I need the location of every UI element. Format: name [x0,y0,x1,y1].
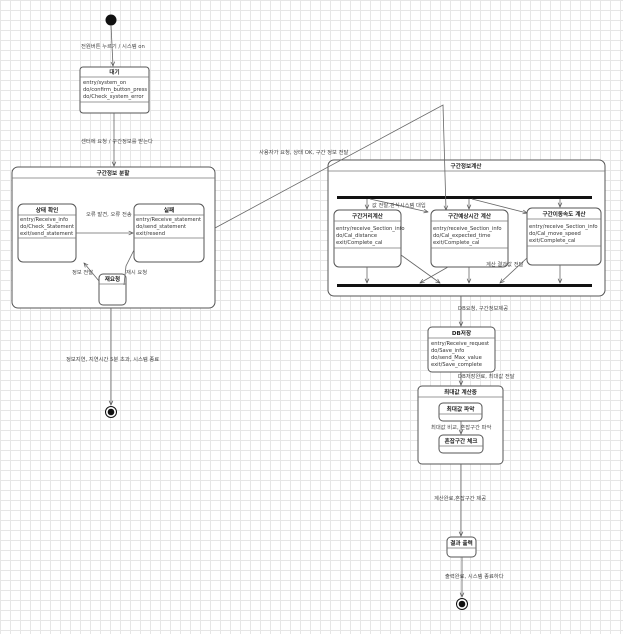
state-fail-line: entry/Receive_statement [136,217,201,223]
transition-label: DB저장완료, 최대값 전달 [458,372,515,380]
state-speed-calc[interactable]: 구간이동속도 계산 entry/receive_Section_info do/… [526,207,602,266]
state-fail-line: do/send_statement [136,224,186,230]
state-status-check-line: entry/Receive_info [20,217,68,223]
state-db-save-line: do/Save_info [431,348,464,354]
state-crowd-check[interactable]: 혼잡구간 체크 [438,434,484,454]
transition-line [471,198,527,213]
state-dist-calc-line: exit/Complete_cal [336,240,382,246]
join-bar [337,284,592,287]
state-db-save-line: do/send_Max_value [431,355,482,361]
state-fail[interactable]: 실패 entry/Receive_statement do/send_state… [133,203,205,263]
state-compound-max-title: 최대값 계산중 [444,388,477,396]
state-db-save-line: entry/Receive_request [431,341,489,347]
state-wait-line: entry/system_on [83,80,126,86]
initial-node [105,14,117,26]
state-dist-calc-title: 구간거리계산 [352,212,384,220]
state-wait-line: do/confirm_button_press [83,87,147,93]
state-db-save-line: exit/Save_complete [431,362,482,368]
state-status-check[interactable]: 상태 확인 entry/Receive_info do/Check_Statem… [17,203,77,263]
final-node [105,406,117,418]
transition-label: 정보 전달 [72,268,93,276]
transition-label: 계산완료,혼잡구간 제공 [434,494,486,502]
state-status-check-line: exit/send_statement [20,231,73,237]
state-db-save-title: DB저장 [452,329,472,337]
state-dist-calc[interactable]: 구간거리계산 entry/receive_Section_info do/Cal… [333,209,405,268]
state-dist-calc-line: entry/receive_Section_info [336,226,405,232]
transition-label: 센터에 요청 / 구간정보를 받는다 [81,137,153,145]
state-speed-calc-title: 구간이동속도 계산 [542,210,586,218]
state-status-check-title: 상태 확인 [36,206,59,214]
state-status-check-line: do/Check_Statement [20,224,74,230]
state-dist-calc-line: do/Cal_distance [336,233,377,239]
transition-label: 최대값 비교, 혼잡구간 파악 [431,423,491,431]
transition-line [369,198,428,212]
transition-line [400,254,440,283]
transition-label: 출력완료, 시스템 종료하다 [445,572,504,580]
transition-line [420,266,449,283]
fork-bar [337,196,592,199]
state-wait-title: 대기 [109,68,119,76]
transition-line [111,24,113,66]
transition-line [123,249,135,286]
transition-label: 값 전달,관식시스템 대입 [372,201,426,209]
state-compound-info-title: 구간정보 분할 [97,169,131,177]
transition-label: DB요청, 구간정보제공 [458,304,508,312]
state-result-title: 결과 출력 [450,539,473,547]
state-result[interactable]: 결과 출력 [446,536,477,558]
state-wait[interactable]: 대기 entry/system_on do/confirm_button_pre… [79,66,150,114]
transition-label: 재시 요청 [126,268,147,276]
transition-line [500,257,528,283]
state-time-calc-title: 구간예상시간 계산 [448,212,492,220]
transition-line [84,263,100,282]
state-max-find[interactable]: 최대값 파악 [438,402,483,422]
state-crowd-check-title: 혼잡구간 체크 [445,437,478,445]
state-speed-calc-line: exit/Complete_cal [529,238,575,244]
state-time-calc-line: entry/receive_Section_info [433,226,502,232]
state-compound-info[interactable]: 구간정보 분할 [11,166,216,309]
transition-label: 오류 발견, 오류 전송 [86,210,132,218]
state-speed-calc-line: do/Cal_move_speed [529,231,581,237]
transition-label: 사용자가 요청, 상태 OK, 구간 정보 전달 [259,148,348,156]
state-time-calc-line: exit/Complete_cal [433,240,479,246]
state-db-save[interactable]: DB저장 entry/Receive_request do/Save_info … [427,326,496,373]
transition-line [214,104,446,229]
state-wait-line: do/Check_system_error [83,94,145,100]
transition-label: 계산 결과값 전달 [486,260,524,268]
transition-label: 정보지연, 지연시간 5분 초과, 시스템 종료 [66,355,159,363]
state-compound-calc-title: 구간정보계산 [451,162,483,170]
transition-label: 전원버튼 누르기 / 시스템 on [81,42,145,50]
state-speed-calc-line: entry/receive_Section_info [529,224,598,230]
state-time-calc-line: do/Cal_expected_time [433,233,490,239]
state-fail-title: 실패 [164,206,174,214]
state-fail-line: exit/resend [136,231,165,237]
final-node [456,598,468,610]
state-retry-title: 재요청 [105,275,120,283]
state-retry[interactable]: 재요청 [98,273,127,306]
state-max-find-title: 최대값 파악 [447,405,476,413]
state-time-calc[interactable]: 구간예상시간 계산 entry/receive_Section_info do/… [430,209,509,268]
